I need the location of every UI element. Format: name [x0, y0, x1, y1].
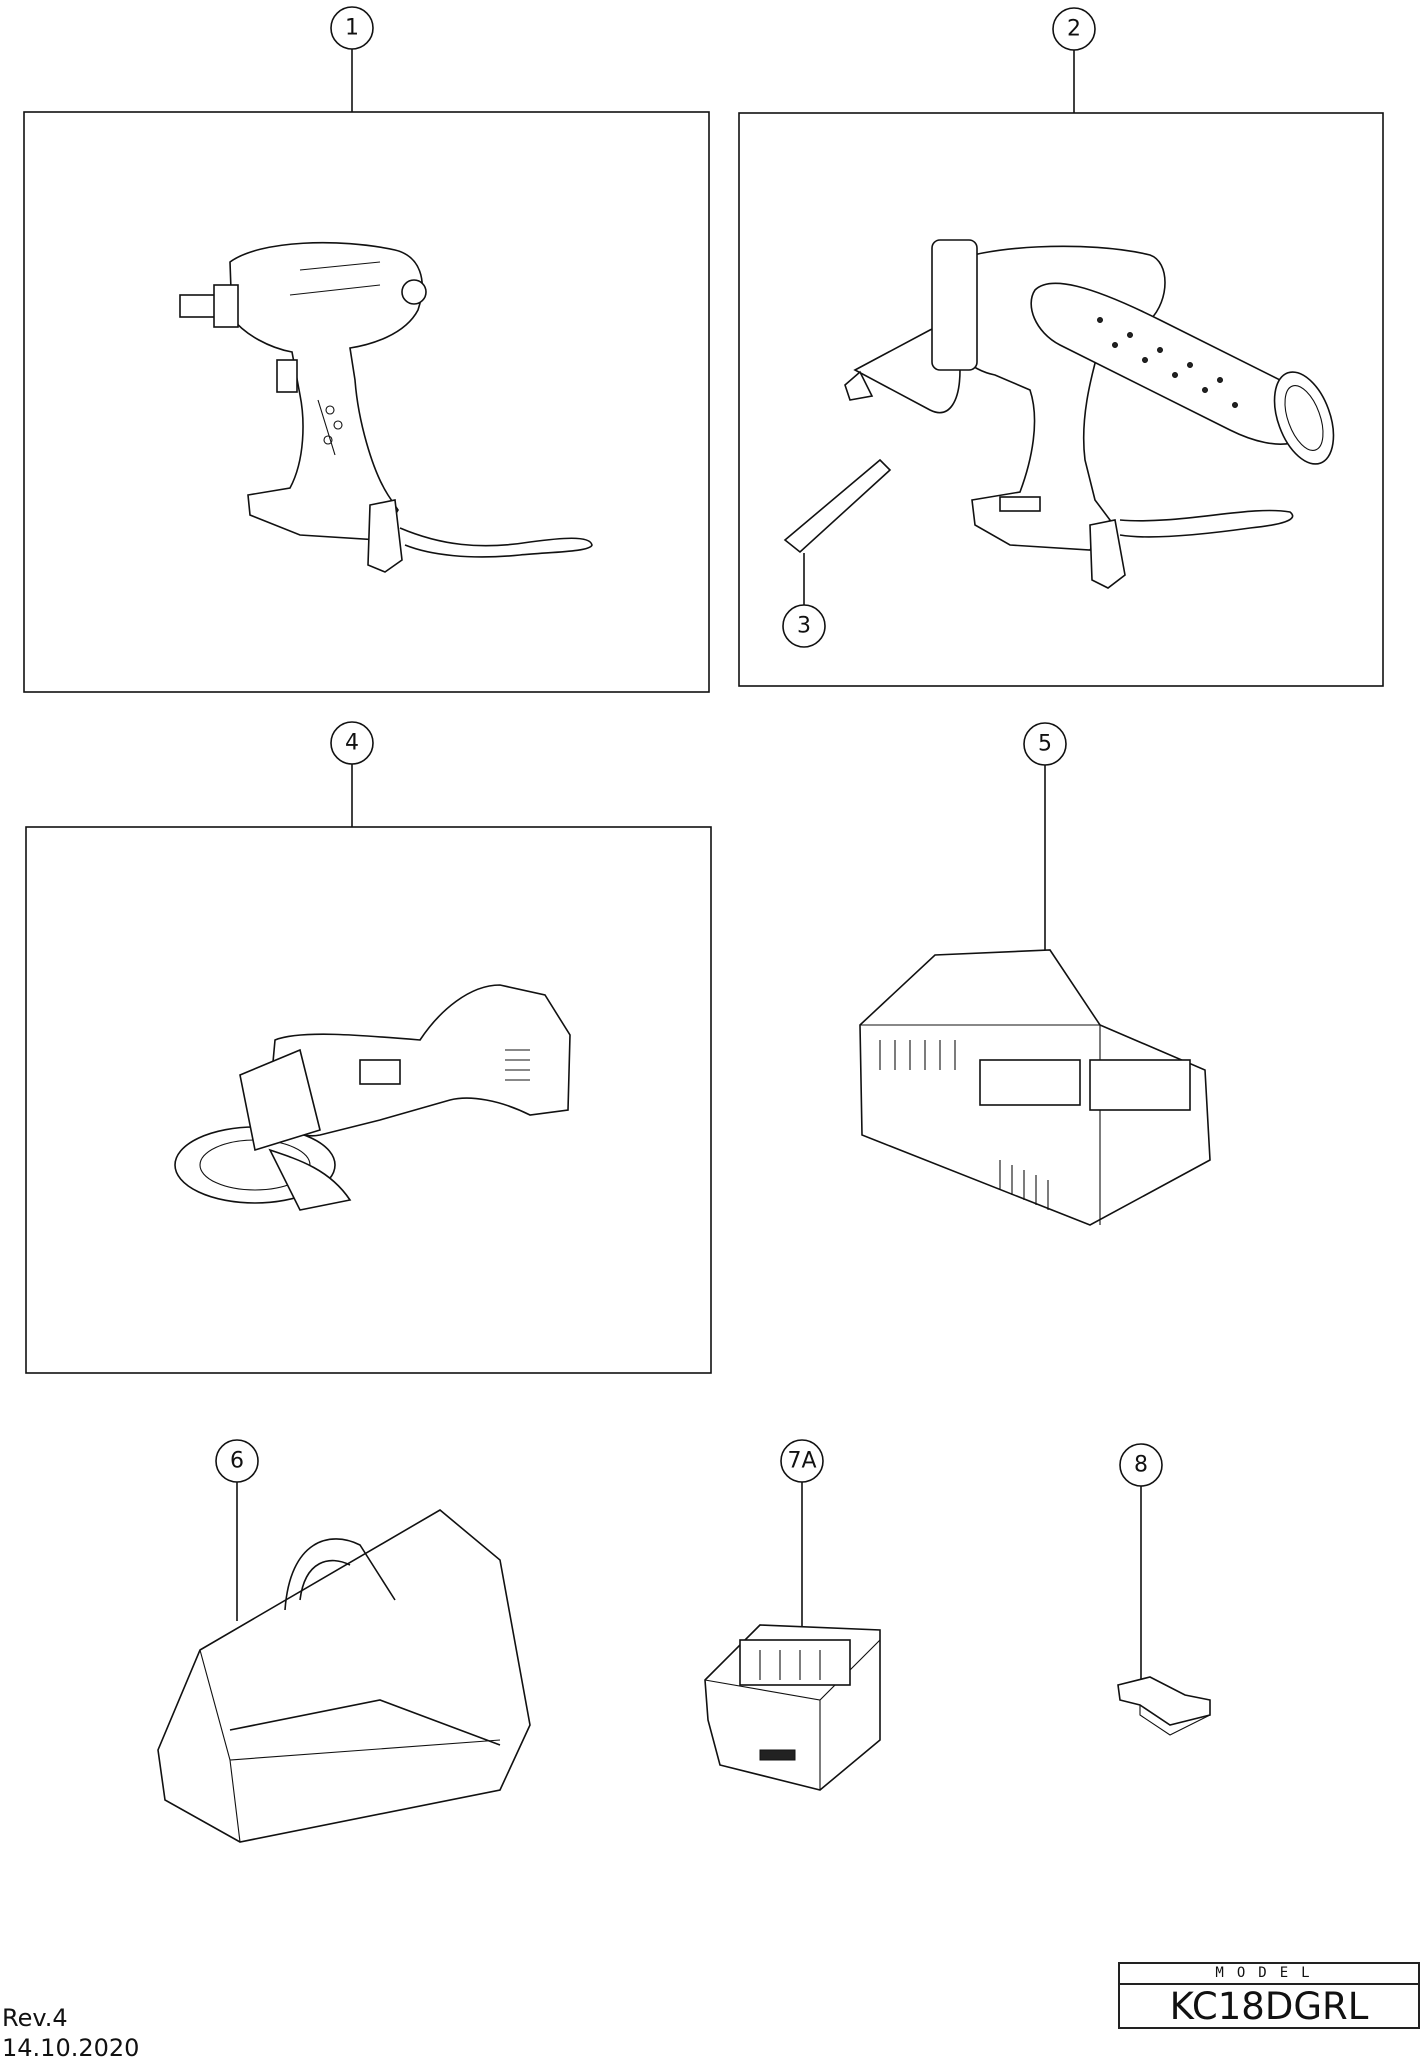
battery-charger-icon	[859, 949, 1211, 1226]
callout-4-circle	[330, 721, 374, 765]
hammer-drill-icon	[783, 239, 1335, 589]
callout-6-circle	[215, 1439, 259, 1483]
part-8-group: 8	[1117, 1443, 1211, 1736]
callout-8-circle	[1119, 1443, 1163, 1487]
part-2-group: 2 3	[738, 7, 1384, 687]
callout-7a-circle	[780, 1439, 824, 1483]
revision-number: Rev.4	[2, 2004, 68, 2032]
callout-1-label: 1	[345, 16, 359, 41]
callout-3-label: 3	[797, 614, 811, 639]
battery-pack-icon	[704, 1624, 881, 1791]
callout-5-circle	[1023, 722, 1067, 766]
part-4-group: 4	[25, 721, 712, 1374]
part-1-frame	[23, 111, 710, 693]
angle-grinder-icon	[174, 984, 571, 1211]
tool-bag-icon	[157, 1509, 531, 1843]
callout-1-circle	[330, 6, 374, 50]
model-box: MODEL KC18DGRL	[1118, 1962, 1420, 2029]
part-6-group: 6	[157, 1439, 531, 1843]
battery-cover-icon	[1117, 1676, 1211, 1736]
callout-6-label: 6	[230, 1449, 244, 1474]
callout-8-label: 8	[1134, 1453, 1148, 1478]
part-7a-group: 7A	[704, 1439, 881, 1791]
callout-3-circle	[782, 604, 826, 648]
model-label: MODEL	[1120, 1964, 1418, 1985]
part-1-group: 1	[23, 6, 710, 693]
callout-2-circle	[1052, 7, 1096, 51]
part-4-frame	[25, 826, 712, 1374]
callout-5-label: 5	[1038, 732, 1052, 757]
callout-2-label: 2	[1067, 17, 1081, 42]
model-value: KC18DGRL	[1169, 1985, 1369, 2028]
impact-wrench-icon	[179, 241, 593, 573]
revision-block: Rev.4 14.10.2020	[2, 2003, 139, 2063]
callout-7a-label: 7A	[787, 1449, 816, 1474]
part-5-group: 5	[859, 722, 1211, 1226]
part-2-frame	[738, 112, 1384, 687]
callout-4-label: 4	[345, 731, 359, 756]
revision-date: 14.10.2020	[2, 2034, 140, 2062]
